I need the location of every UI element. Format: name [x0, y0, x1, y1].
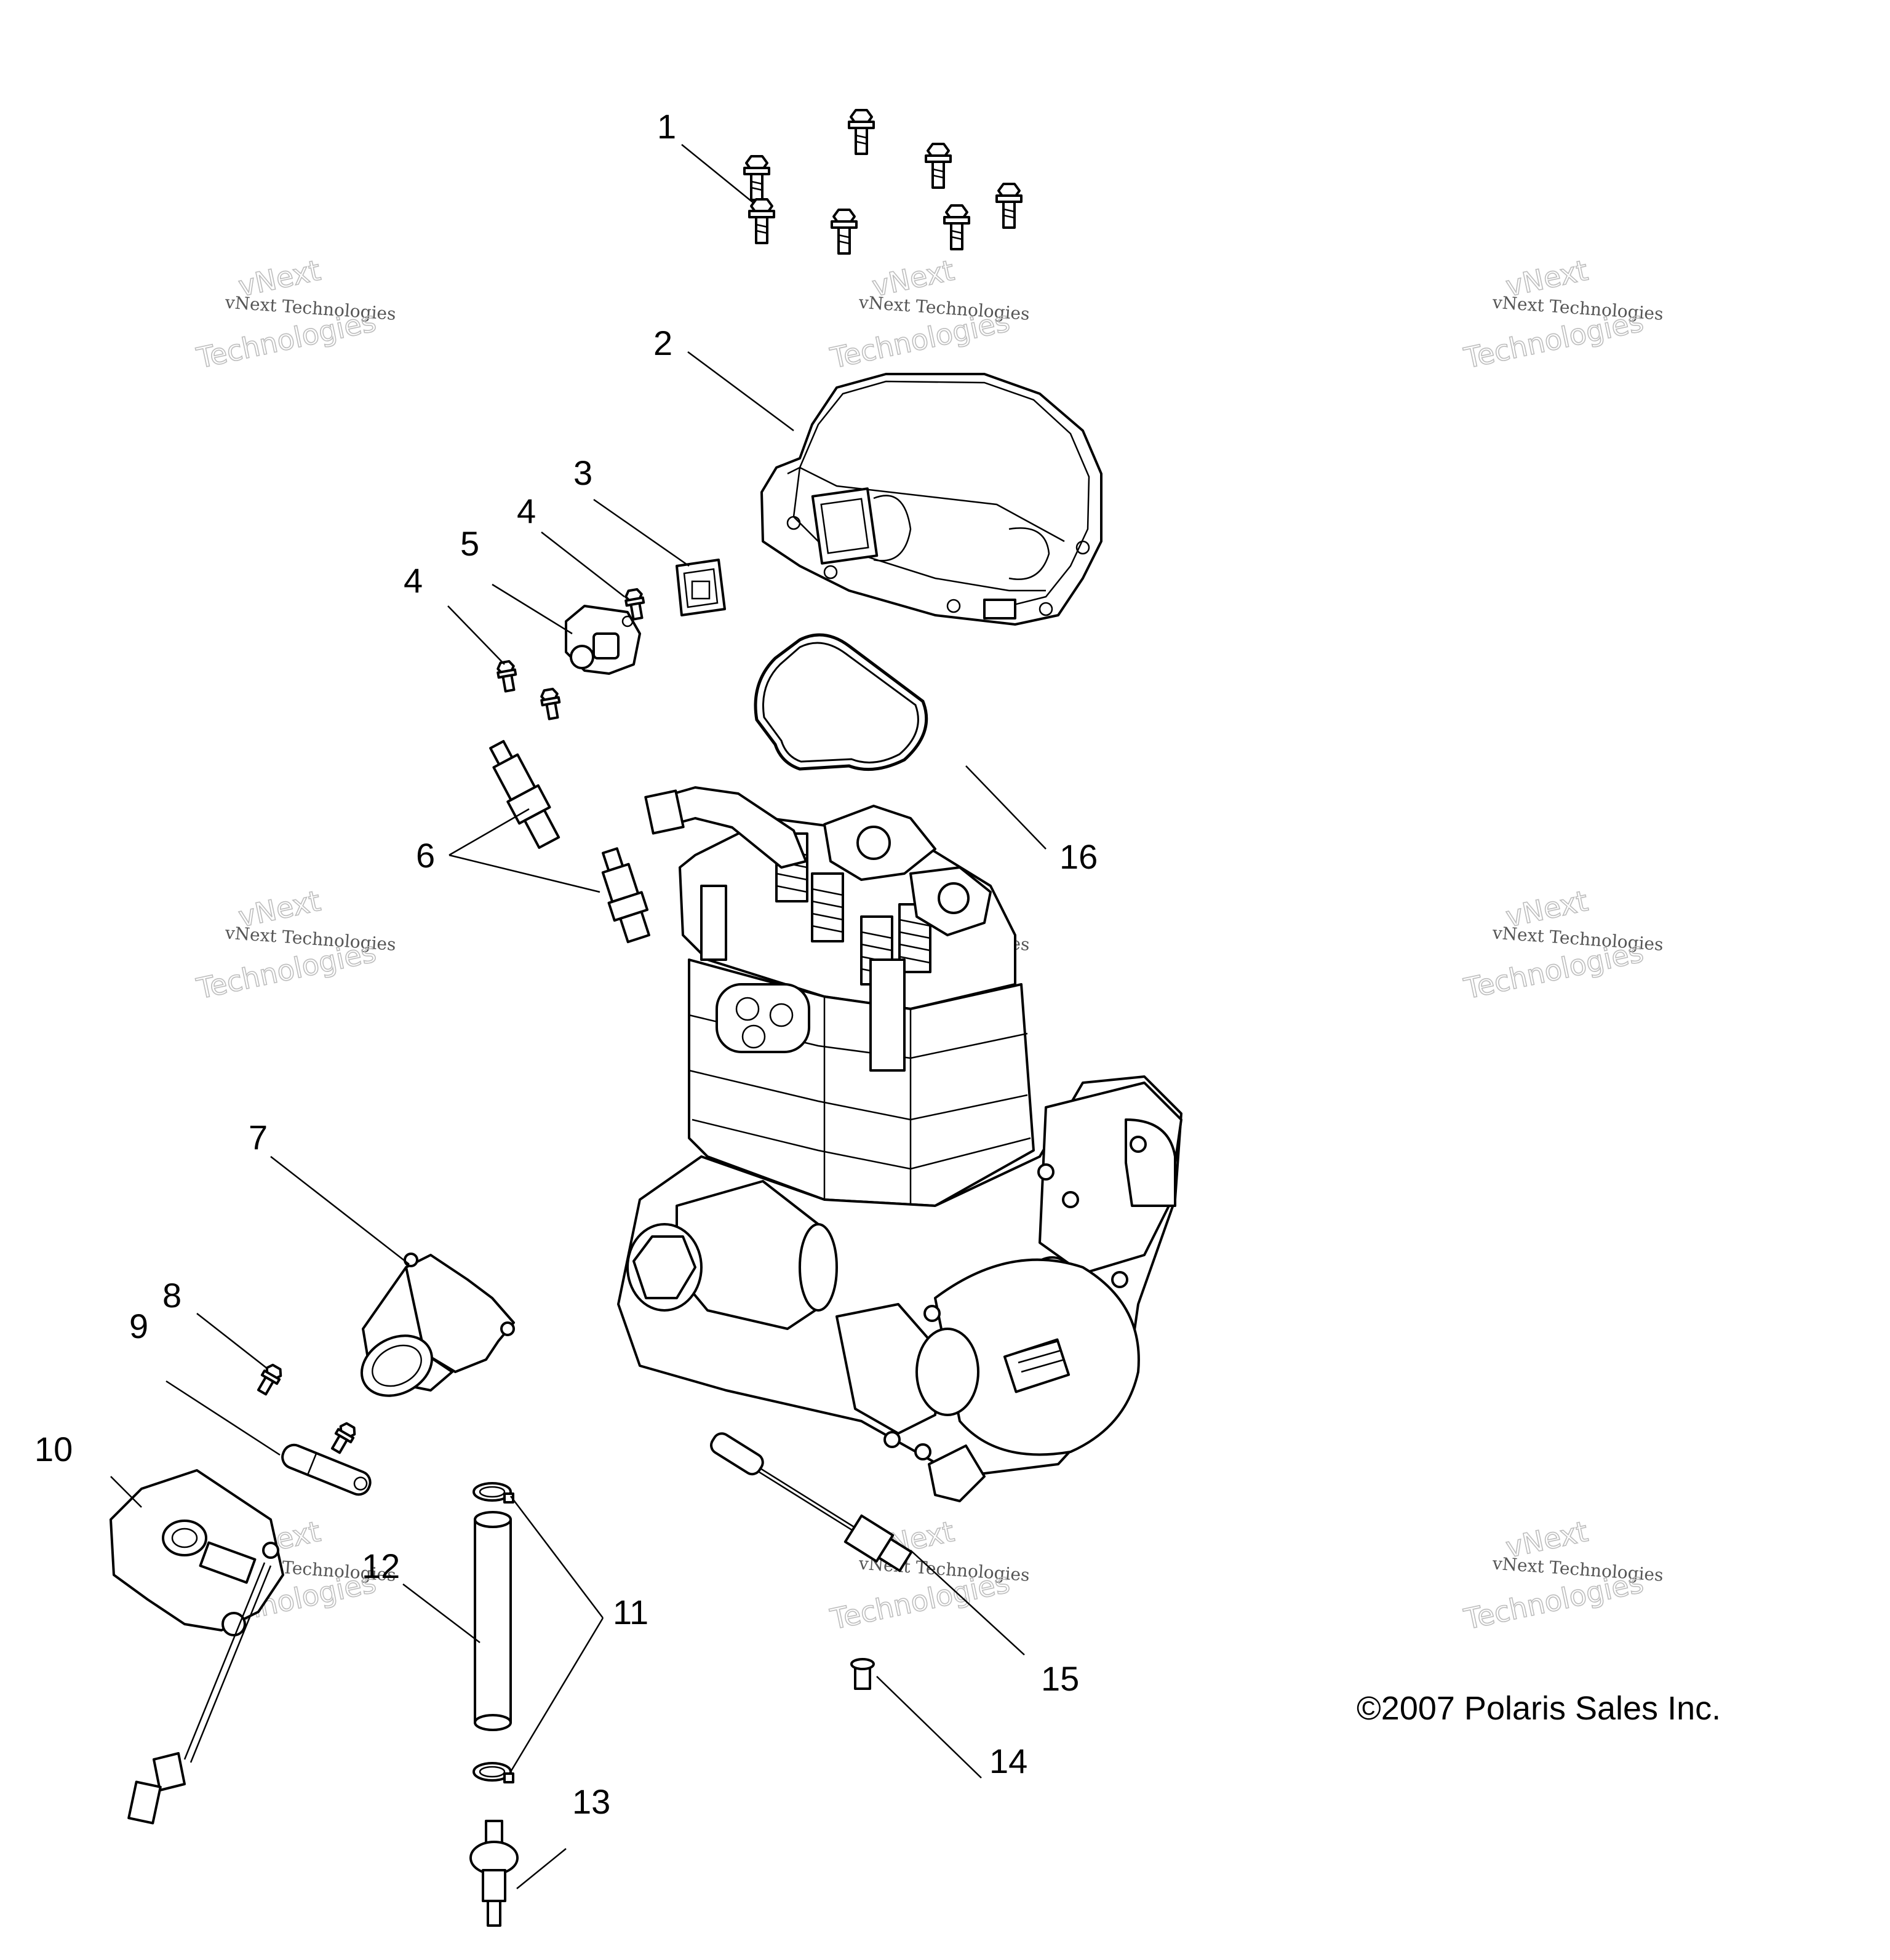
watermark: vNext vNext Technologies Technologies — [193, 253, 397, 375]
watermark: vNext vNext Technologies Technologies — [1461, 253, 1664, 375]
callout-10: 10 — [34, 1430, 73, 1468]
sensor — [565, 605, 641, 675]
callout-4-right: 4 — [517, 492, 536, 530]
vent-hose — [474, 1511, 512, 1731]
callout-9: 9 — [129, 1307, 148, 1345]
spark-plug-upper — [489, 739, 560, 849]
callout-13: 13 — [572, 1782, 610, 1821]
callout-16: 16 — [1059, 837, 1098, 876]
cover-plate — [676, 559, 726, 616]
callout-12: 12 — [362, 1547, 400, 1585]
hose-clamps — [472, 1482, 514, 1783]
callout-5: 5 — [460, 524, 479, 563]
screw — [850, 1658, 875, 1690]
callout-3: 3 — [573, 453, 592, 492]
copyright-notice: ©2007 Polaris Sales Inc. — [1357, 1690, 1721, 1727]
callout-11: 11 — [613, 1593, 648, 1631]
callout-15: 15 — [1041, 1659, 1079, 1698]
watermark: vNext vNext Technologies Technologies — [1461, 1514, 1664, 1636]
temp-sensor — [710, 1432, 913, 1572]
callout-labels: 1 2 3 4 4 5 6 7 8 9 10 11 12 13 14 15 16 — [34, 107, 1098, 1821]
watermark: vNext vNext Technologies Technologies — [827, 253, 1031, 375]
engine-block — [617, 786, 1182, 1502]
callout-6: 6 — [416, 836, 435, 875]
valve-cover — [760, 373, 1102, 626]
intake-boot — [360, 1253, 515, 1397]
watermark: vNext vNext Technologies Technologies — [1461, 883, 1664, 1006]
sleeve — [281, 1443, 372, 1496]
leader-lines — [110, 144, 1047, 1889]
throttle-body — [110, 1469, 284, 1825]
callout-4-left: 4 — [404, 561, 423, 600]
spark-plug-lower — [601, 847, 650, 944]
boot-bolts — [253, 1361, 359, 1456]
callout-8: 8 — [162, 1276, 181, 1315]
callout-7: 7 — [249, 1118, 268, 1157]
cover-gasket — [754, 633, 928, 771]
check-valve — [469, 1820, 519, 1927]
callout-2: 2 — [653, 324, 672, 362]
callout-1: 1 — [657, 107, 676, 146]
cover-bolts — [743, 109, 1023, 255]
watermark: vNext vNext Technologies Technologies — [193, 883, 397, 1006]
callout-14: 14 — [989, 1742, 1027, 1780]
